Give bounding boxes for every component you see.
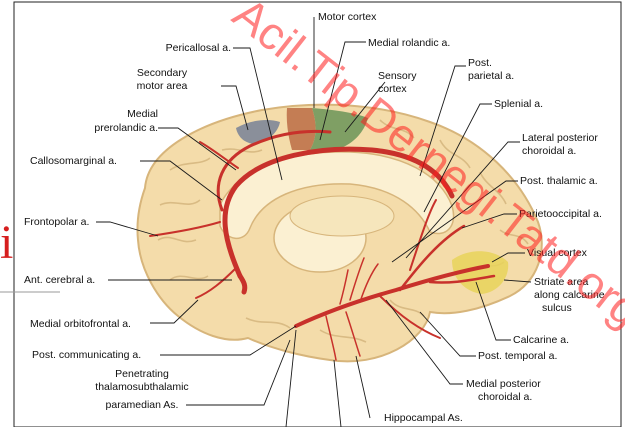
label-pericallosal: Pericallosal a.	[166, 42, 231, 54]
label-medial-orbitofrontal: Medial orbitofrontal a.	[30, 318, 131, 330]
label-lateral-posterior-choroidal-2: choroidal a.	[522, 145, 576, 157]
label-secondary-motor-1: Secondary	[137, 67, 188, 79]
label-motor-cortex: Motor cortex	[318, 11, 377, 23]
label-secondary-motor-2: motor area	[137, 80, 188, 92]
ventricle	[290, 196, 394, 236]
motor-cortex-area	[287, 108, 316, 150]
label-calcarine: Calcarine a.	[513, 334, 569, 346]
label-medial-prerolandic-2: prerolandic a.	[94, 122, 158, 134]
label-splenial: Splenial a.	[494, 98, 543, 110]
label-penetrating-3: paramedian As.	[106, 399, 179, 411]
label-post-temporal: Post. temporal a.	[478, 350, 557, 362]
label-medial-prerolandic-1: Medial	[127, 108, 158, 120]
label-medial-posterior-choroidal-1: Medial posterior	[466, 378, 541, 390]
label-frontopolar: Frontopolar a.	[24, 216, 89, 228]
label-medial-posterior-choroidal-2: choroidal a.	[478, 391, 532, 403]
label-post-thalamic: Post. thalamic a.	[520, 175, 598, 187]
label-medial-rolandic: Medial rolandic a.	[368, 37, 450, 49]
label-hippocampal: Hippocampal As.	[384, 412, 463, 424]
label-post-parietal-2: parietal a.	[468, 70, 514, 82]
label-penetrating-1: Penetrating	[115, 368, 169, 380]
label-sensory-cortex-1: Sensory	[378, 70, 417, 82]
edge-glyph: i	[0, 216, 13, 269]
label-ant-cerebral: Ant. cerebral a.	[24, 274, 95, 286]
label-striate-area-3: sulcus	[542, 302, 572, 314]
label-lateral-posterior-choroidal-1: Lateral posterior	[522, 132, 598, 144]
label-callosomarginal: Callosomarginal a.	[30, 155, 117, 167]
label-penetrating-2: thalamosubthalamic	[95, 381, 188, 393]
label-post-communicating: Post. communicating a.	[32, 349, 141, 361]
label-post-parietal-1: Post.	[468, 57, 492, 69]
